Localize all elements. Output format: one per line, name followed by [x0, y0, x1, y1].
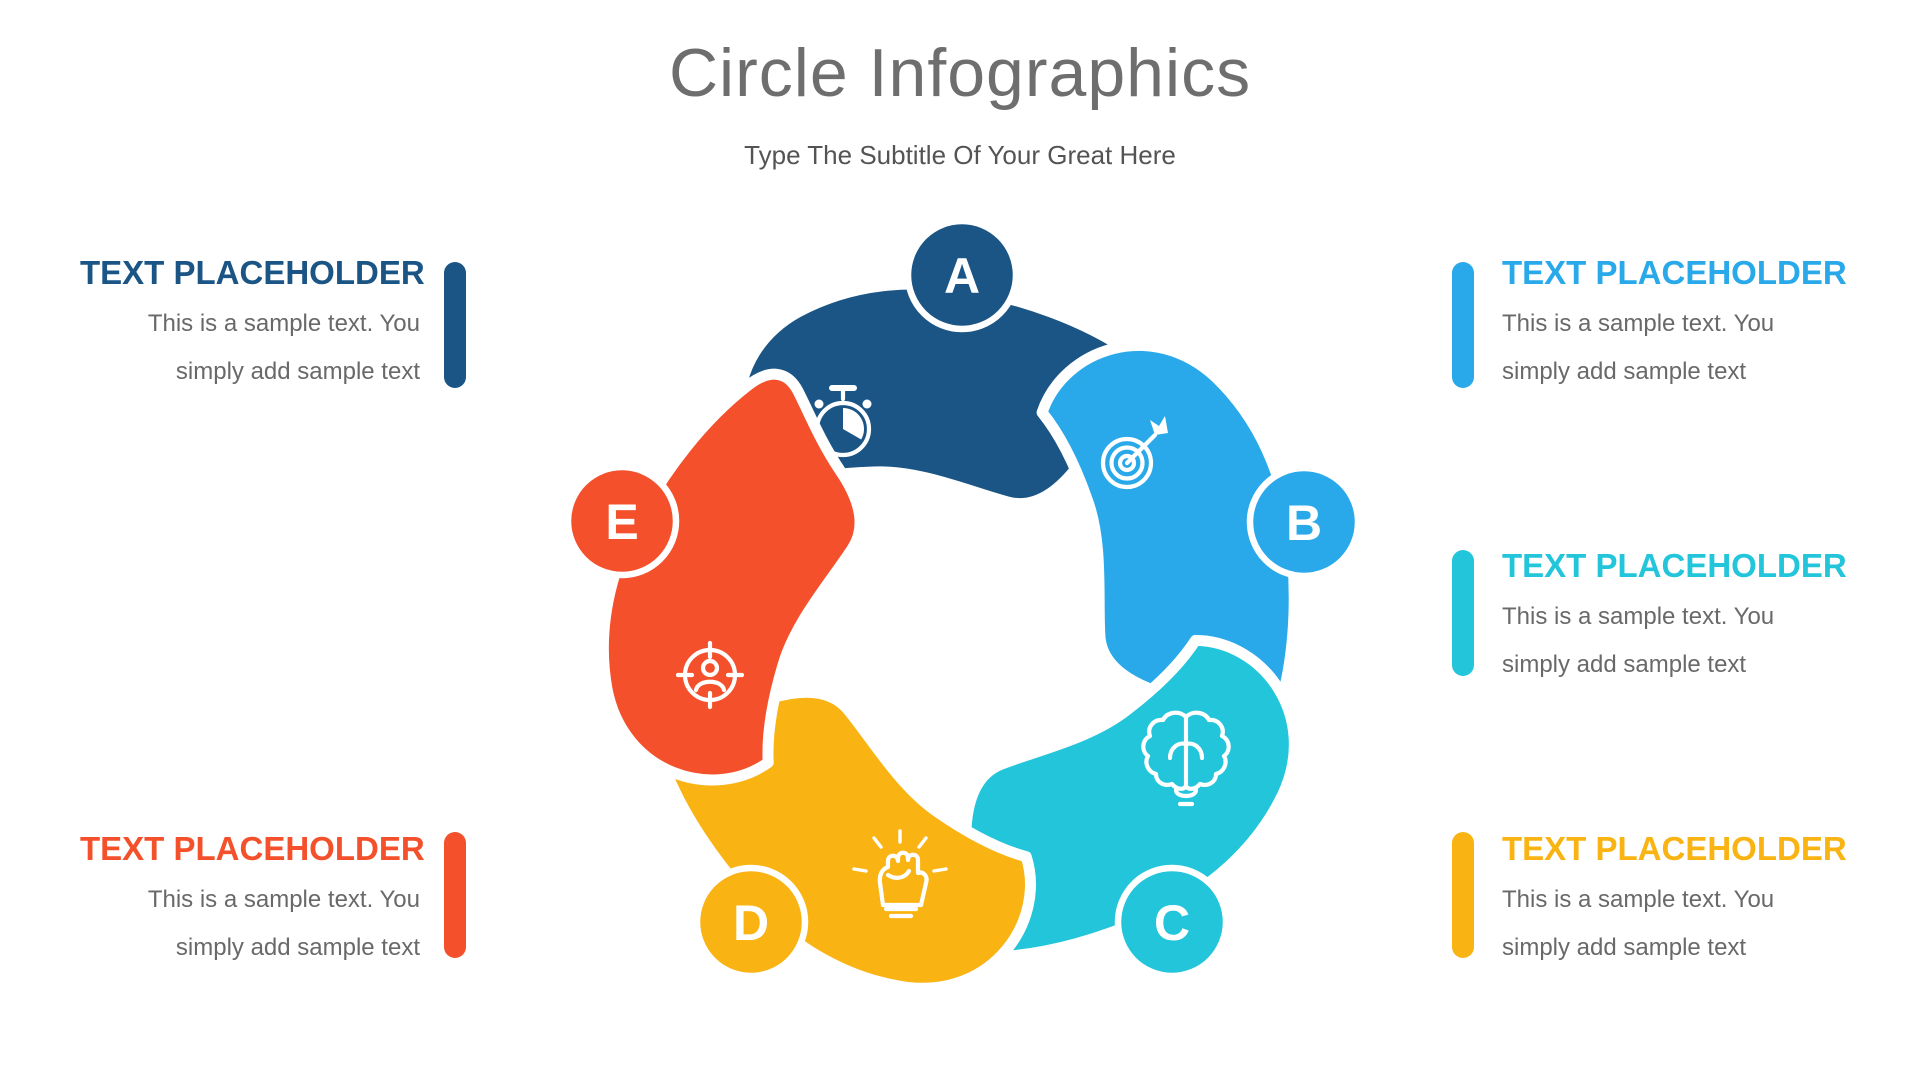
accent-bar-b: [1452, 262, 1474, 388]
badge-b: B: [1246, 464, 1362, 580]
page-title: Circle Infographics: [668, 35, 1252, 111]
dart-target-icon: [1100, 416, 1168, 490]
placeholder-heading: TEXT PLACEHOLDER: [80, 254, 425, 291]
fist-icon: [852, 829, 948, 919]
svg-text:B: B: [1286, 495, 1322, 551]
svg-text:D: D: [733, 895, 769, 951]
placeholder-body: This is a sample text. You simply add sa…: [147, 310, 420, 385]
placeholder-body: This is a sample text. You simply add sa…: [1502, 310, 1775, 385]
placeholder-heading: TEXT PLACEHOLDER: [1502, 830, 1847, 867]
badge-c: C: [1114, 864, 1230, 980]
placeholder-heading: TEXT PLACEHOLDER: [1502, 254, 1847, 291]
page-subtitle: Type The Subtitle Of Your Great Here: [744, 140, 1176, 170]
brain-icon: [1141, 710, 1231, 807]
svg-text:A: A: [944, 248, 980, 304]
accent-bar-d: [1452, 832, 1474, 958]
accent-bar-c: [1452, 550, 1474, 676]
text-block-b: TEXT PLACEHOLDER This is a sample text. …: [1502, 252, 1847, 396]
stopwatch-icon: [814, 385, 872, 458]
placeholder-heading: TEXT PLACEHOLDER: [1502, 547, 1847, 584]
svg-text:E: E: [605, 494, 638, 550]
badge-a: A: [904, 217, 1020, 333]
person-target-icon: [675, 640, 745, 710]
svg-text:C: C: [1154, 895, 1190, 951]
placeholder-body: This is a sample text. You simply add sa…: [147, 886, 420, 961]
badge-e: E: [564, 463, 680, 579]
text-block-d: TEXT PLACEHOLDER This is a sample text. …: [1502, 828, 1847, 972]
text-block-a: TEXT PLACEHOLDER This is a sample text. …: [80, 252, 425, 396]
accent-bar-a: [444, 262, 466, 388]
placeholder-body: This is a sample text. You simply add sa…: [1502, 603, 1775, 678]
placeholder-body: This is a sample text. You simply add sa…: [1502, 886, 1775, 961]
accent-bar-e: [444, 832, 466, 958]
placeholder-heading: TEXT PLACEHOLDER: [80, 830, 425, 867]
text-block-c: TEXT PLACEHOLDER This is a sample text. …: [1502, 545, 1847, 689]
text-block-e: TEXT PLACEHOLDER This is a sample text. …: [80, 828, 425, 972]
badge-d: D: [693, 864, 809, 980]
